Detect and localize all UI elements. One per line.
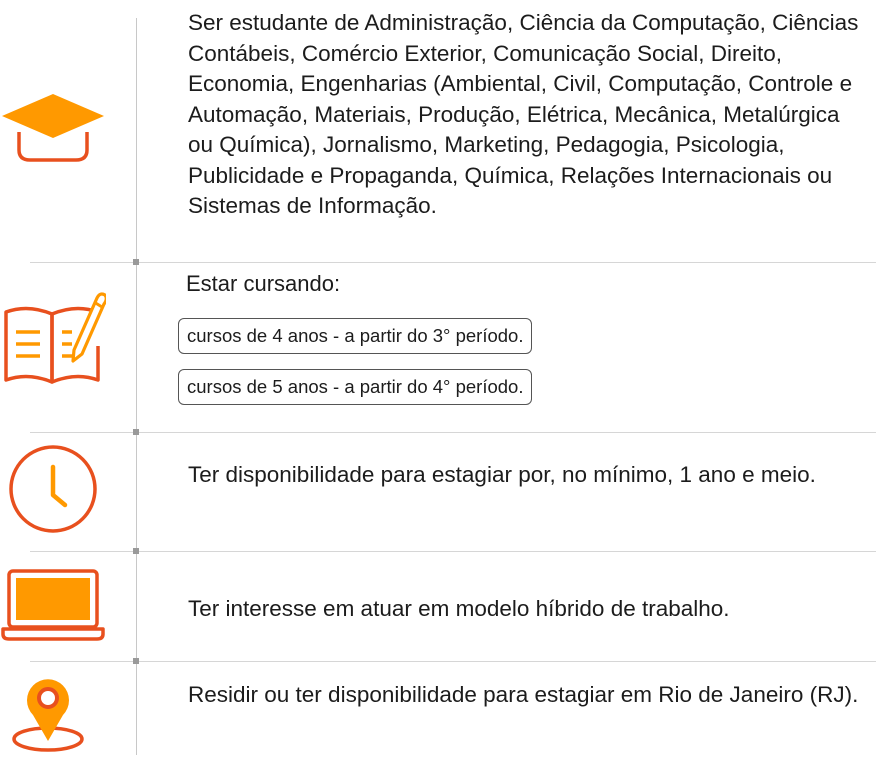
timeline-line <box>136 18 137 755</box>
book-pencil-icon <box>4 292 106 384</box>
timeline-marker <box>133 429 139 435</box>
graduation-cap-icon <box>2 94 104 162</box>
timeline-marker <box>133 259 139 265</box>
location-pin-icon <box>12 679 84 752</box>
divider <box>30 262 876 263</box>
divider <box>30 432 876 433</box>
requirement-semester-label: Estar cursando: <box>186 271 341 296</box>
clock-icon <box>9 445 97 533</box>
semester-option-4-year: cursos de 4 anos - a partir do 3° períod… <box>178 318 533 354</box>
divider <box>30 661 876 662</box>
laptop-icon <box>1 569 105 641</box>
requirement-availability-text: Ter disponibilidade para estagiar por, n… <box>188 462 816 487</box>
timeline-marker <box>133 548 139 554</box>
requirement-location-text: Residir ou ter disponibilidade para esta… <box>188 682 859 707</box>
requirement-hybrid-text: Ter interesse em atuar em modelo híbrido… <box>188 596 730 621</box>
timeline-marker <box>133 658 139 664</box>
requirement-course-text: Ser estudante de Administração, Ciência … <box>188 10 859 218</box>
divider <box>30 551 876 552</box>
semester-option-5-year: cursos de 5 anos - a partir do 4° períod… <box>178 369 533 405</box>
